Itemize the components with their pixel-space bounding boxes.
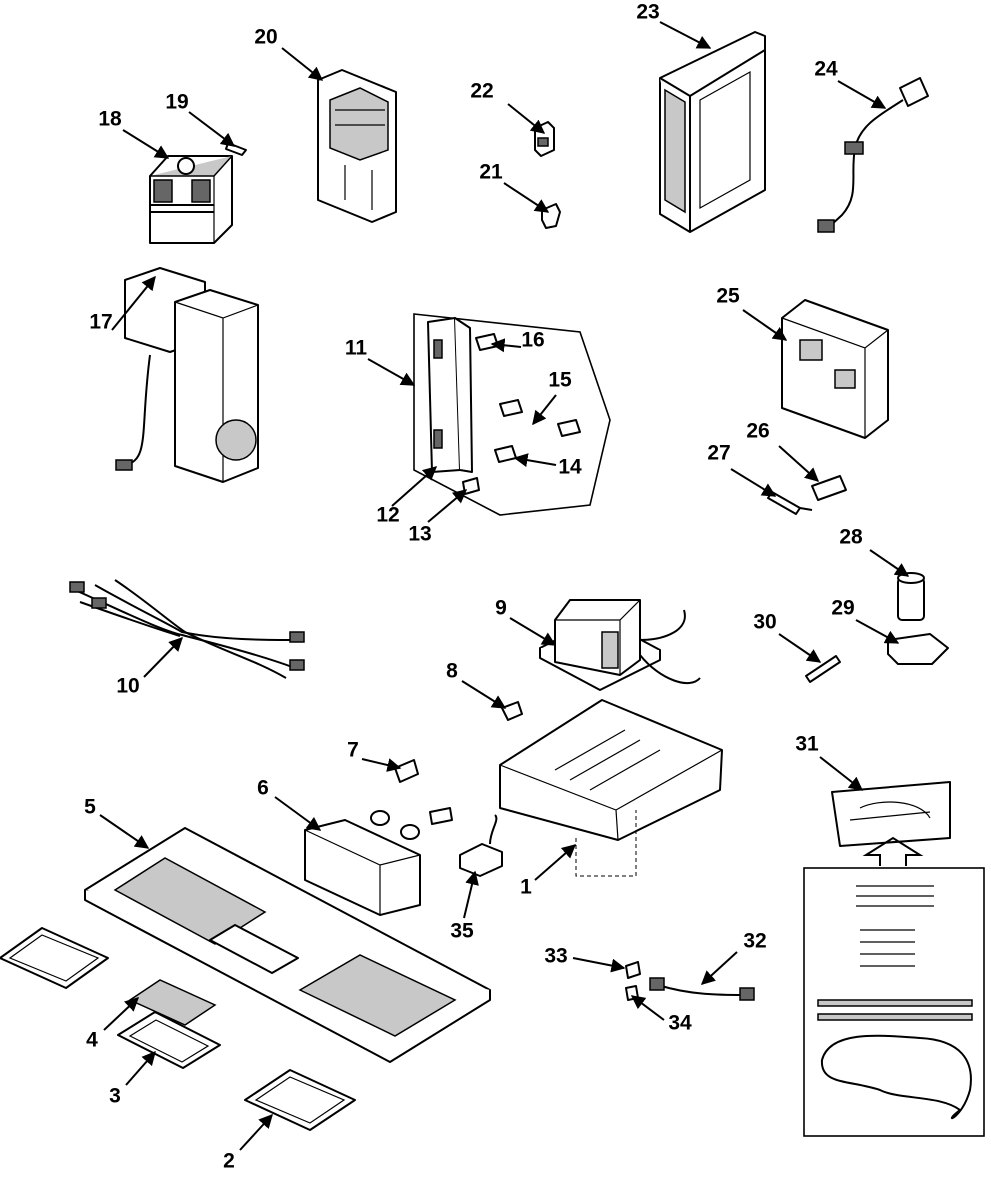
part-26-fuse-holder [811,475,847,501]
callout-22: 22 [470,80,493,103]
callout-5: 5 [84,796,96,819]
leader-lines [99,21,910,1151]
callout-3: 3 [109,1085,121,1108]
part-19-screw [225,142,247,156]
part-32-wire-lead [649,977,755,1001]
callout-33: 33 [544,945,567,968]
callout-2: 2 [223,1150,235,1173]
part-6-lamp-housing [304,807,453,916]
part-34-screw [625,985,639,1001]
callout-labels: 1 2 3 4 5 6 7 8 9 10 11 12 13 14 15 16 1… [84,1,863,1173]
callout-14: 14 [558,456,582,479]
part-23-door [659,31,766,233]
callout-8: 8 [446,660,458,683]
callout-25: 25 [716,285,740,308]
callout-15: 15 [548,369,572,392]
callout-34: 34 [668,1012,692,1035]
part-17-fan-motor [115,267,259,483]
part-3-vent-grille [117,1011,221,1069]
part-7-lamp-socket [394,759,419,783]
callout-21: 21 [479,161,503,184]
callout-32: 32 [743,930,766,953]
callout-23: 23 [636,1,659,24]
part-31-kit-bag [831,781,951,847]
part-31-kit-contents-box [803,836,985,1137]
callout-4: 4 [86,1029,98,1052]
callout-29: 29 [831,597,854,620]
callout-16: 16 [521,329,544,352]
part-21-switch-lever [541,203,561,229]
part-28-capacitor [897,572,925,621]
part-18-magnetron [149,155,233,244]
part-35-thermostat [459,814,503,877]
callout-18: 18 [98,108,122,131]
callout-30: 30 [753,611,776,634]
part-29-bracket [887,633,949,665]
part-4-filter-mesh [128,979,217,1026]
callout-24: 24 [814,58,838,81]
callout-7: 7 [347,739,359,762]
callout-19: 19 [165,91,188,114]
part-5-bottom-panel [84,827,491,1063]
callout-1: 1 [520,876,532,899]
callout-10: 10 [116,675,139,698]
callout-9: 9 [495,597,507,620]
callout-31: 31 [795,733,819,756]
part-8-clip [501,701,523,721]
callout-26: 26 [746,420,769,443]
part-1-base-plate [499,699,723,877]
part-30-diode [805,655,841,683]
callout-35: 35 [450,920,474,943]
callout-12: 12 [376,504,399,527]
callout-11: 11 [345,337,368,360]
part-2-filter-left [0,927,109,989]
part-20-bracket [317,69,397,223]
part-33-nut [625,961,641,979]
callout-6: 6 [257,777,269,800]
part-25-control-board [781,299,889,439]
part-24-power-cord [817,77,929,233]
part-2-filter-right [244,1069,356,1131]
callout-28: 28 [839,526,863,549]
callout-17: 17 [89,311,112,334]
callout-20: 20 [254,26,277,49]
part-10-wire-harness [69,579,305,679]
callout-13: 13 [408,523,431,546]
callout-27: 27 [707,442,730,465]
part-11-interlock-assembly [413,313,611,516]
part-9-transformer [539,599,701,691]
